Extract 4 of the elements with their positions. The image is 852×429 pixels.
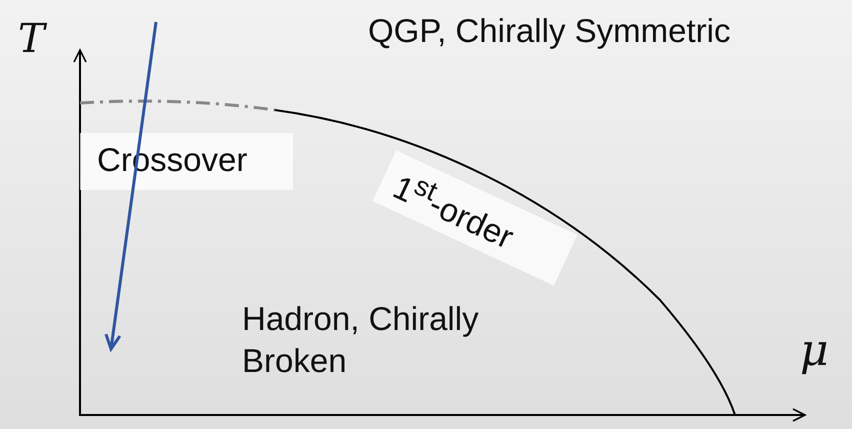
region-label: QGP, Chirally Symmetric xyxy=(368,11,732,51)
axis-label: T xyxy=(18,18,45,60)
axis-label: μ xyxy=(800,330,829,372)
region-label: Hadron, Chirally Broken xyxy=(242,299,480,381)
